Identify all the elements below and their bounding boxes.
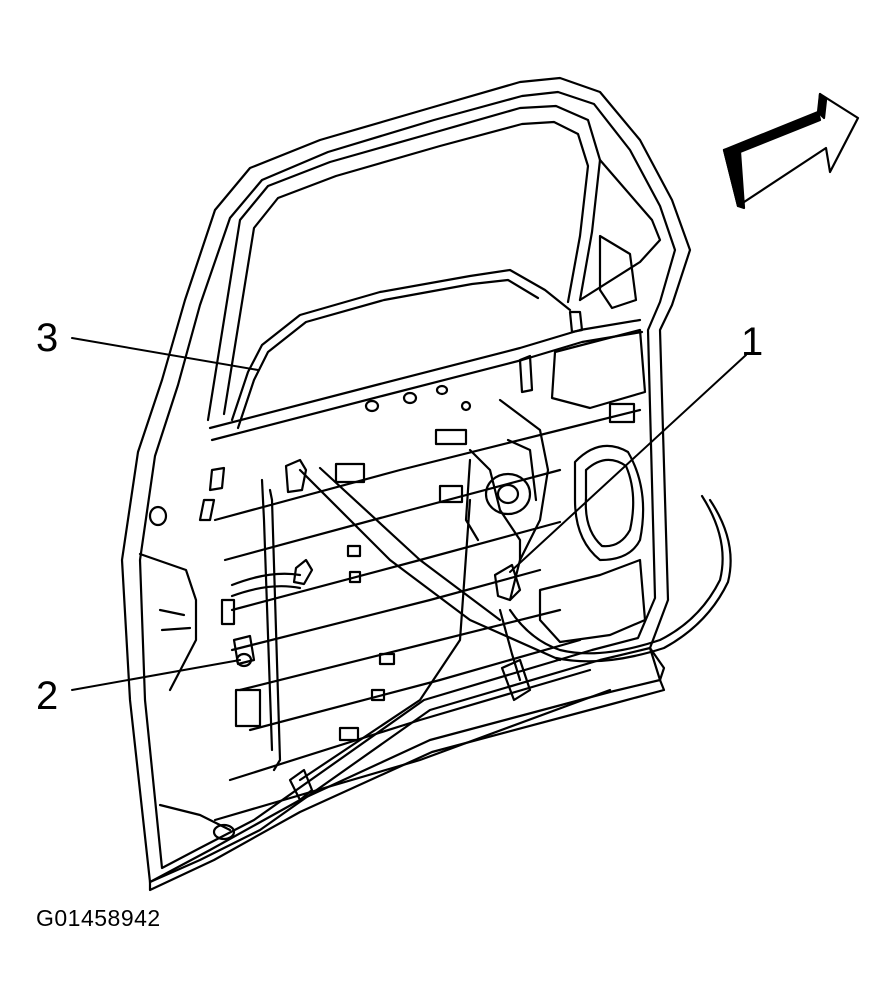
callout-label-3: 3 [36, 316, 59, 360]
leader-2 [71, 659, 241, 691]
window-frame [206, 104, 662, 422]
window-regulator [230, 354, 562, 802]
leader-1 [509, 354, 747, 573]
trim-pockets [538, 234, 647, 644]
callout-label-2: 2 [36, 674, 59, 718]
callout-leaders [71, 337, 747, 691]
window-glass [230, 268, 572, 430]
belt-line-channel [208, 318, 644, 442]
callout-label-1: 1 [741, 320, 764, 364]
forward-arrow-icon [722, 92, 860, 210]
wire-harness [508, 494, 732, 663]
leader-3 [71, 337, 259, 371]
inner-panel [138, 384, 642, 841]
figure-id: G01458942 [36, 905, 161, 931]
